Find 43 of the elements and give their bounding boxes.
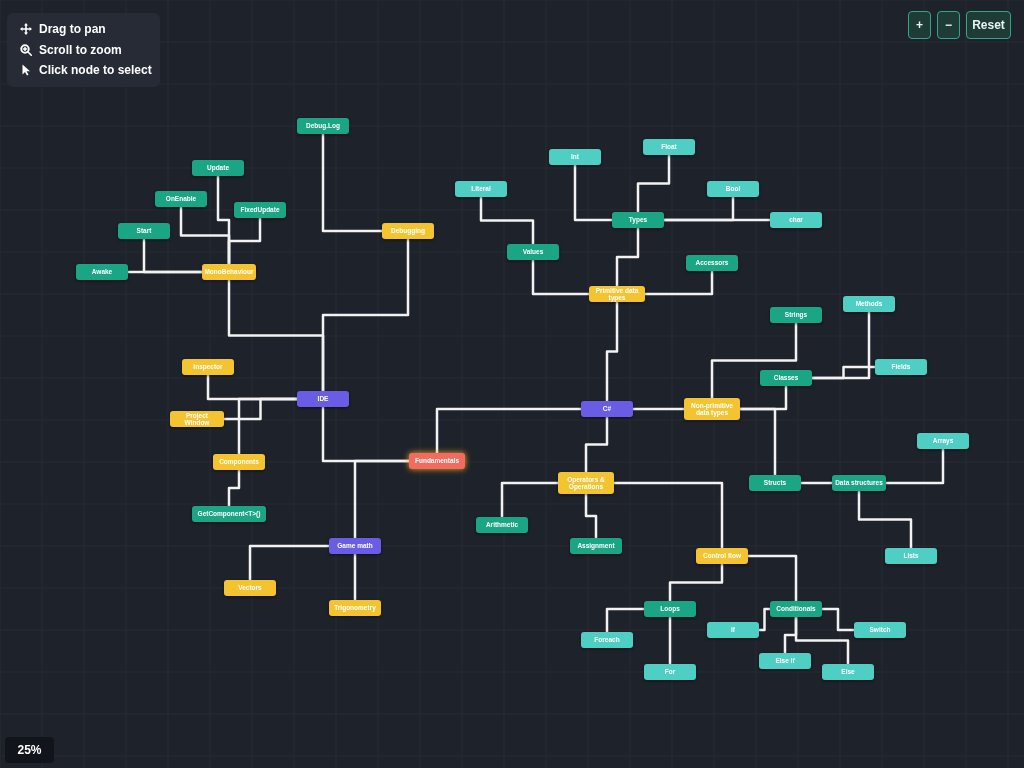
connector-line (142, 237, 204, 274)
connector-line (584, 415, 609, 474)
connector-line (746, 554, 798, 603)
connector-line (710, 321, 798, 400)
connector-line (857, 489, 913, 550)
reset-button: Reset (966, 11, 1011, 39)
connector-line (435, 407, 583, 455)
zoom-in-button: + (908, 11, 931, 39)
zoom-level: 25% (5, 737, 54, 763)
connector-line (479, 195, 535, 246)
connector-line (636, 153, 671, 214)
connector-line (531, 258, 591, 296)
hint-text: Scroll to zoom (39, 42, 122, 57)
connector-line (321, 237, 410, 393)
connector-line (810, 365, 877, 380)
connector-line (668, 615, 672, 666)
connector-line (738, 407, 777, 477)
connector-line (820, 607, 856, 632)
connector-line (884, 447, 945, 485)
connector-line (799, 481, 834, 485)
connector-line (668, 562, 724, 603)
connector-line (353, 552, 357, 602)
connector-line (227, 468, 241, 508)
connector-line (500, 481, 560, 519)
hint-text: Drag to pan (39, 22, 106, 36)
connector-line (227, 216, 262, 266)
connector-line (605, 300, 619, 403)
connector-line (631, 407, 686, 411)
connector-line (321, 132, 384, 233)
zoom-out-button: − (937, 11, 960, 39)
connector-line (605, 607, 646, 634)
connector-line (248, 544, 331, 582)
connector-line (237, 397, 299, 456)
hint-text: Click node to select (39, 63, 152, 77)
connector-line (573, 163, 614, 222)
connector-line (615, 226, 640, 288)
connector-line (612, 481, 724, 550)
connector-line (757, 607, 772, 632)
connector-line (584, 492, 598, 540)
connector-line (794, 615, 850, 666)
connector-line (662, 218, 772, 222)
connector-line (353, 459, 411, 540)
connector-line (643, 269, 714, 296)
